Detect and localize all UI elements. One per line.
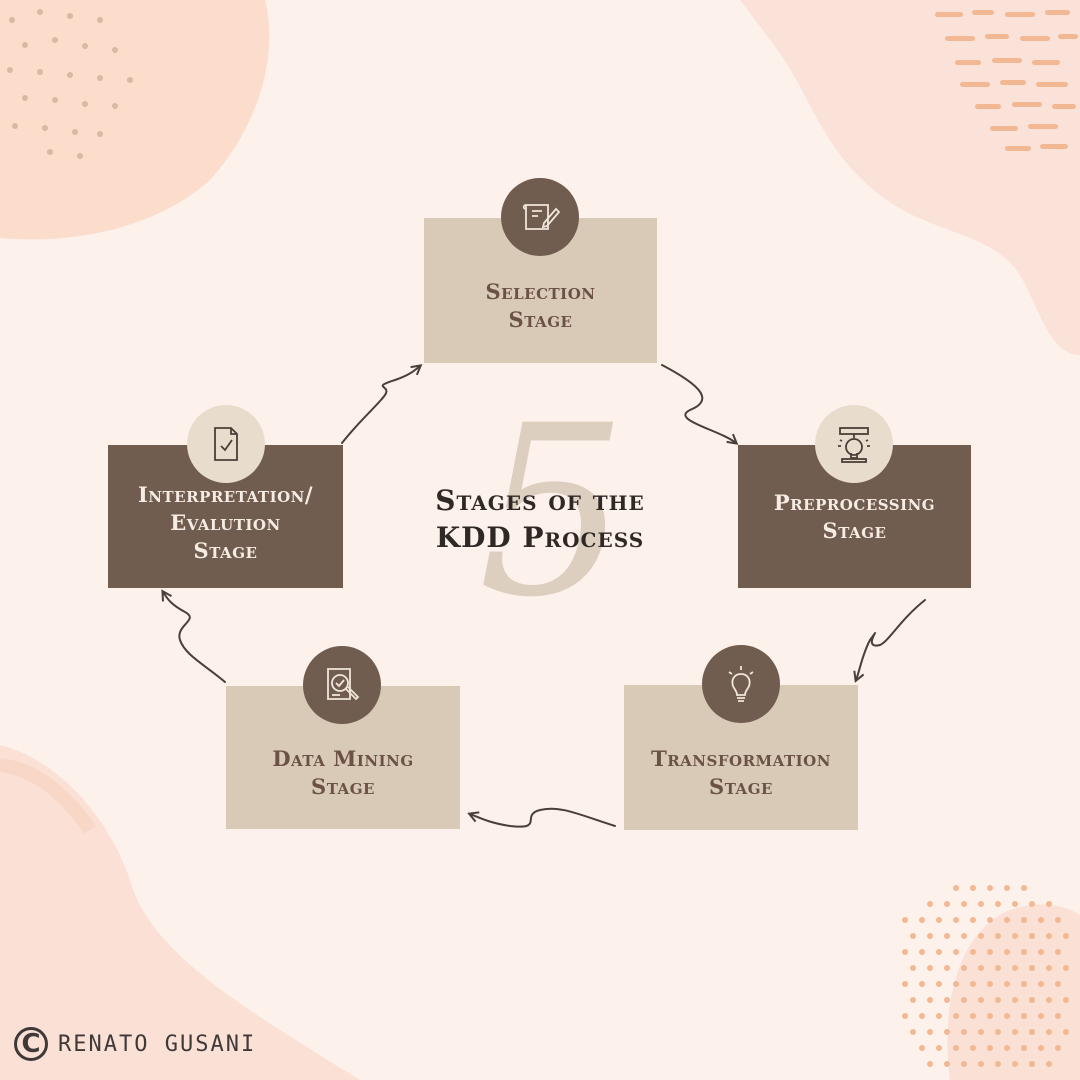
scale-lightbulb-icon xyxy=(815,405,893,483)
document-check-icon xyxy=(187,405,265,483)
stage-label: Data Mining xyxy=(272,745,414,771)
stage-label: Stage xyxy=(193,537,258,563)
stage-label: Stage xyxy=(822,517,887,543)
stage-label: Transformation xyxy=(651,745,831,771)
stage-label: Stage xyxy=(508,306,573,332)
copyright-icon: C xyxy=(14,1027,48,1061)
stage-label: Preprocessing xyxy=(773,489,936,515)
stage-label: Selection xyxy=(485,278,596,304)
document-magnifier-icon xyxy=(303,646,381,724)
title-line: KDD Process xyxy=(435,521,645,554)
stage-label: Stage xyxy=(311,773,375,799)
diagram-title: Stages of the KDD Process xyxy=(400,482,680,556)
big-number-five: 5 xyxy=(478,376,628,649)
credit: C RENATO GUSANI xyxy=(14,1027,256,1061)
lightbulb-icon xyxy=(702,645,780,723)
title-line: Stages of the xyxy=(435,484,645,517)
author-name: RENATO GUSANI xyxy=(58,1031,257,1057)
stage-label: Stage xyxy=(709,773,773,799)
stage-label: Interpretation/ xyxy=(137,481,314,507)
stage-label: Evalution xyxy=(170,509,281,535)
blueprint-pencil-icon xyxy=(501,178,579,256)
